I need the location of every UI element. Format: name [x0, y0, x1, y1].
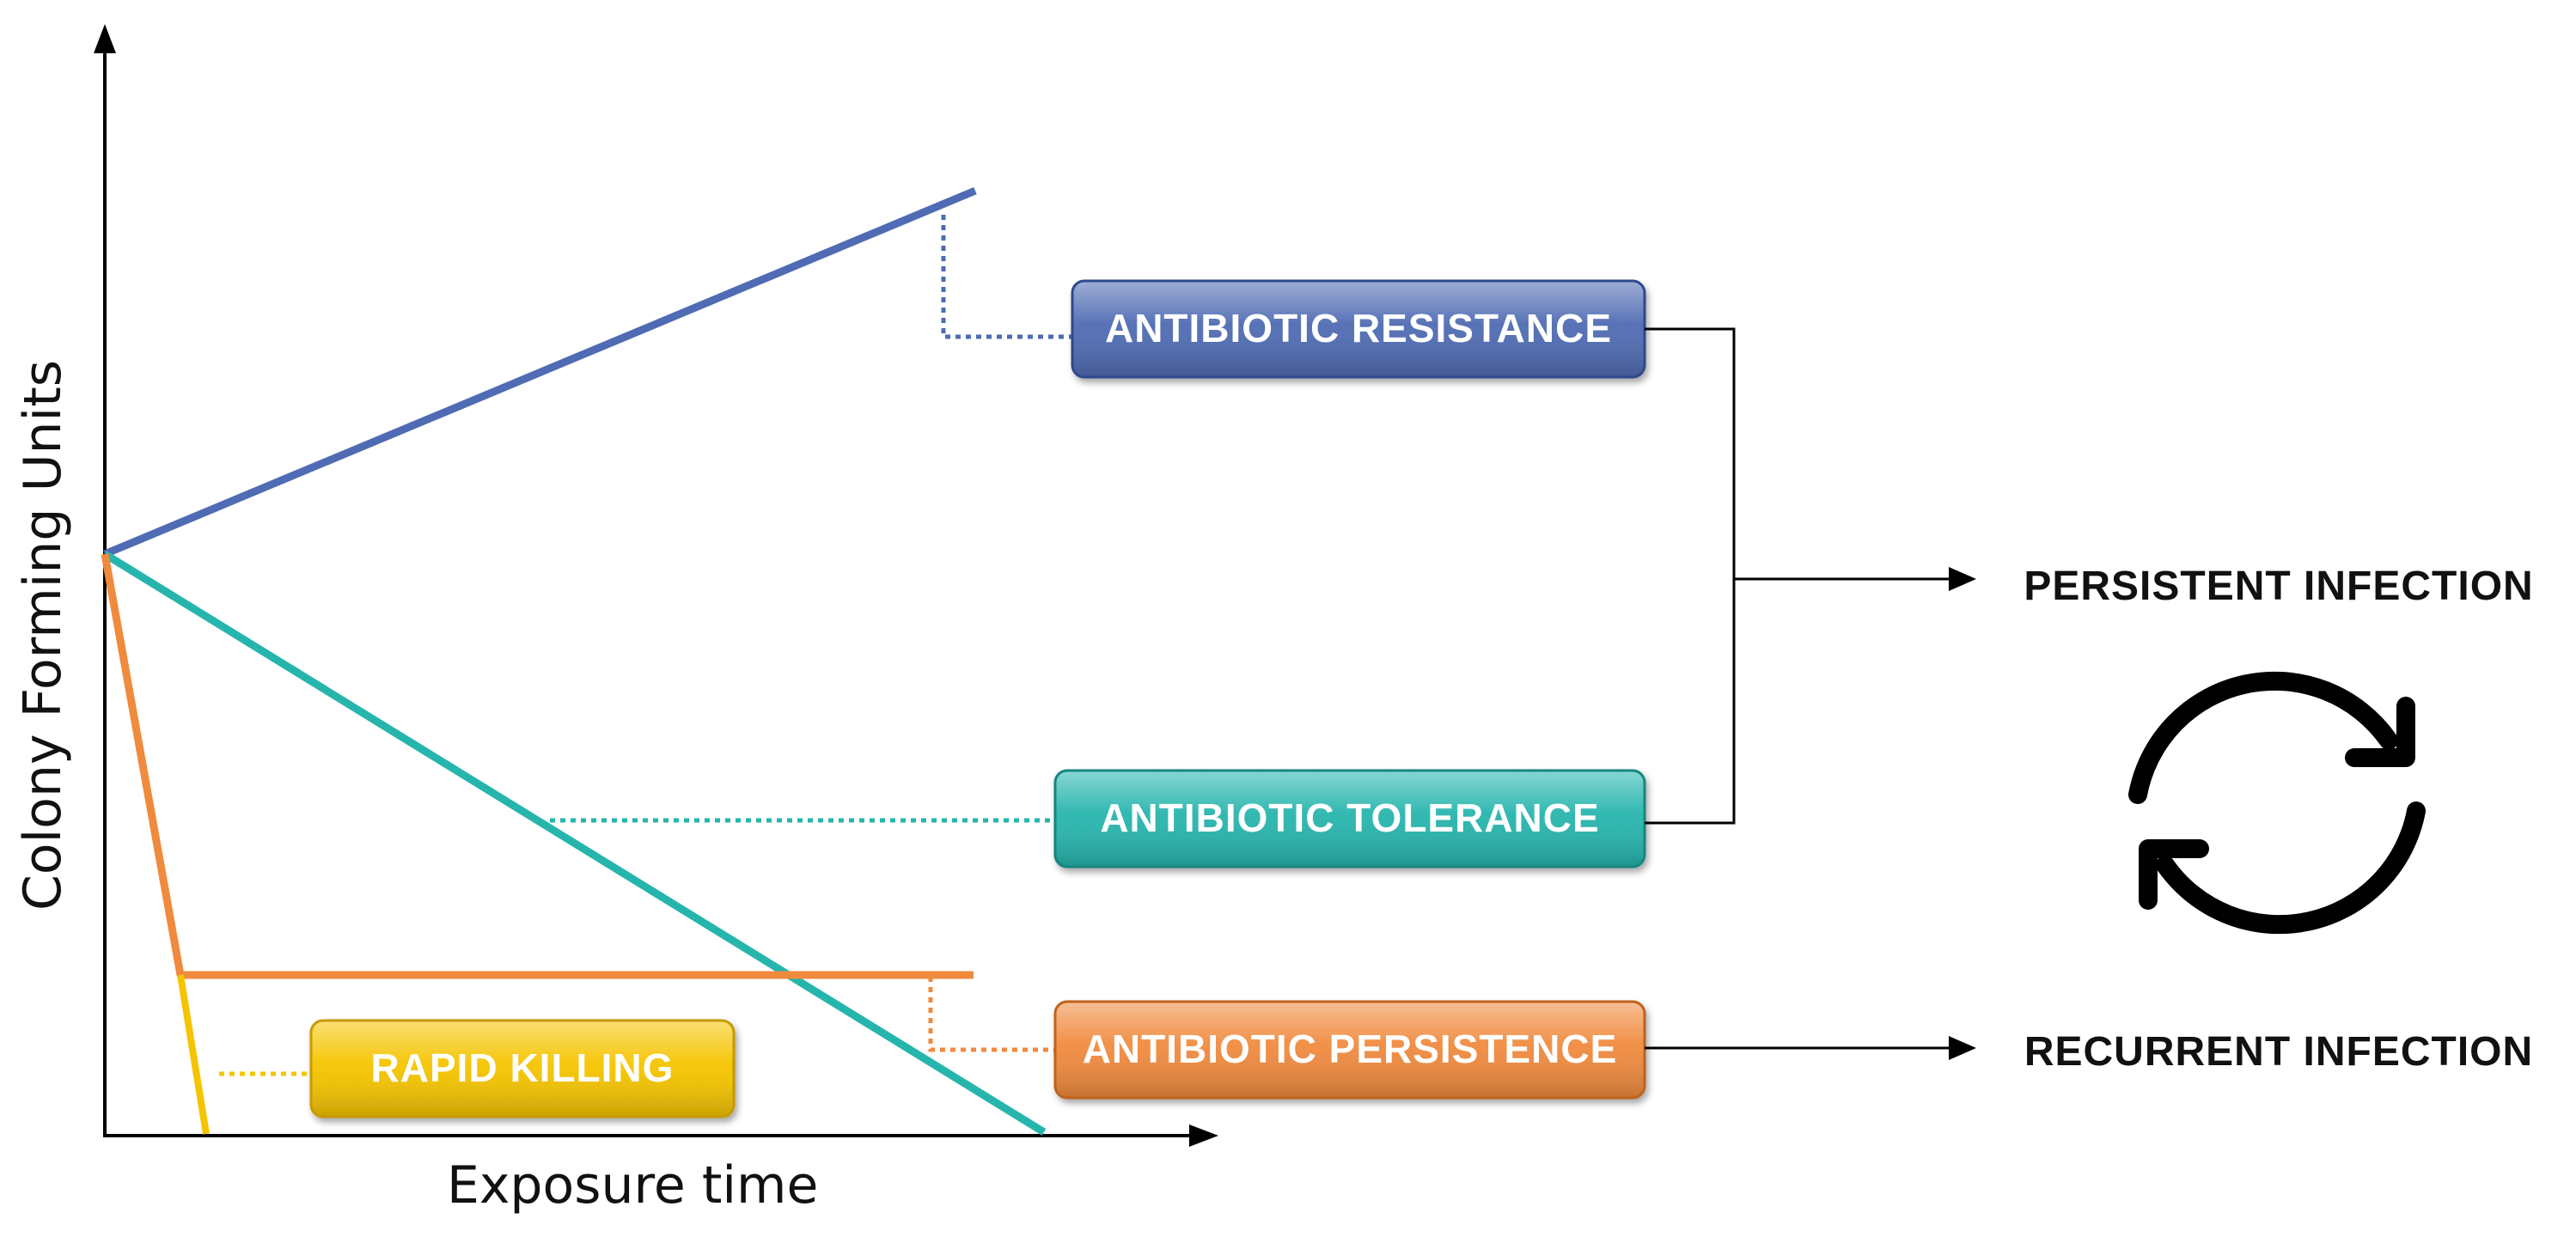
tolerance-box: ANTIBIOTIC TOLERANCE: [1053, 769, 1646, 868]
rapid-killing-curve: [177, 974, 210, 1135]
persistence-leader: [928, 977, 1055, 1052]
axes: Exposure time Colony Forming Units: [13, 24, 1218, 1216]
y-axis-arrow: [94, 24, 116, 53]
resistance-leader: [941, 215, 1072, 339]
recurrent-arrow-head: [1949, 1036, 1976, 1060]
resistance-curve: [103, 186, 977, 558]
tolerance-label: ANTIBIOTIC TOLERANCE: [1100, 795, 1599, 840]
persistent-infection-label: PERSISTENT INFECTION: [2024, 564, 2533, 609]
persistence-curve: [101, 553, 974, 979]
persistence-label: ANTIBIOTIC PERSISTENCE: [1083, 1027, 1618, 1071]
resistance-box: ANTIBIOTIC RESISTANCE: [1071, 279, 1646, 379]
x-axis-arrow: [1189, 1124, 1218, 1147]
outcome-connectors: [1645, 327, 1976, 1060]
resistance-bracket: [1645, 327, 1736, 825]
rapid-killing-label: RAPID KILLING: [371, 1045, 675, 1090]
resistance-label: ANTIBIOTIC RESISTANCE: [1105, 306, 1612, 350]
label-boxes: ANTIBIOTIC RESISTANCE ANTIBIOTIC TOLERAN…: [309, 279, 1646, 1118]
curves: [101, 186, 1047, 1136]
cycle-arrows-icon: [2128, 671, 2426, 935]
x-axis-label: Exposure time: [447, 1155, 818, 1216]
y-axis-label: Colony Forming Units: [13, 360, 73, 911]
recurrent-infection-label: RECURRENT INFECTION: [2024, 1029, 2533, 1075]
persistence-box: ANTIBIOTIC PERSISTENCE: [1053, 1000, 1646, 1100]
rapid-killing-box: RAPID KILLING: [309, 1019, 736, 1118]
tolerance-curve: [102, 551, 1047, 1136]
leader-lines: [219, 215, 1072, 1076]
persistent-arrow-head: [1949, 567, 1976, 591]
